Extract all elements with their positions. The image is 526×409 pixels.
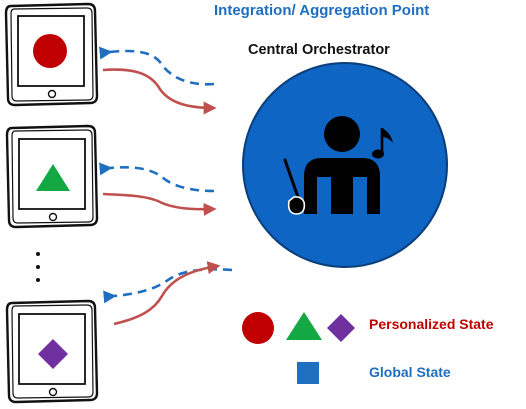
download-arrow [102, 192, 217, 216]
legend-circle-icon [242, 312, 274, 344]
download-arrow [102, 68, 217, 115]
legend-global-label: Global State [369, 364, 451, 380]
conductor-icon [283, 116, 393, 215]
legend-triangle-icon [286, 312, 322, 340]
triangle-state-icon [36, 164, 70, 191]
upload-arrow [99, 46, 215, 86]
legend-square-icon [297, 362, 319, 384]
circle-state-icon [33, 34, 67, 68]
aggregation-title: Integration/ Aggregation Point [214, 2, 430, 19]
legend-diamond-icon [327, 314, 355, 342]
diamond-state-icon [38, 339, 68, 369]
tablet-icon [5, 124, 99, 229]
upload-arrow [99, 162, 215, 193]
legend-personalized-label: Personalized State [369, 316, 494, 332]
orchestrator-title: Central Orchestrator [248, 42, 390, 58]
download-arrow [113, 261, 221, 326]
ellipsis-icon [36, 252, 42, 292]
